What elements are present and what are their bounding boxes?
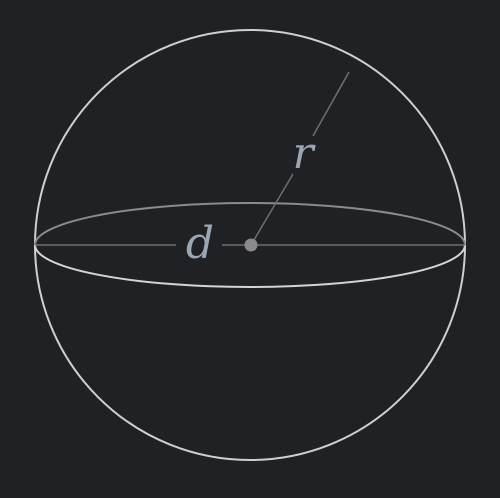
equator-back-arc [34, 202, 466, 246]
equator-front-arc [34, 244, 466, 288]
diameter-label: d [186, 218, 214, 269]
radius-line-lower [250, 173, 294, 246]
radius-label: r [292, 128, 316, 179]
radius-line-upper [312, 71, 350, 137]
center-point [244, 238, 258, 252]
